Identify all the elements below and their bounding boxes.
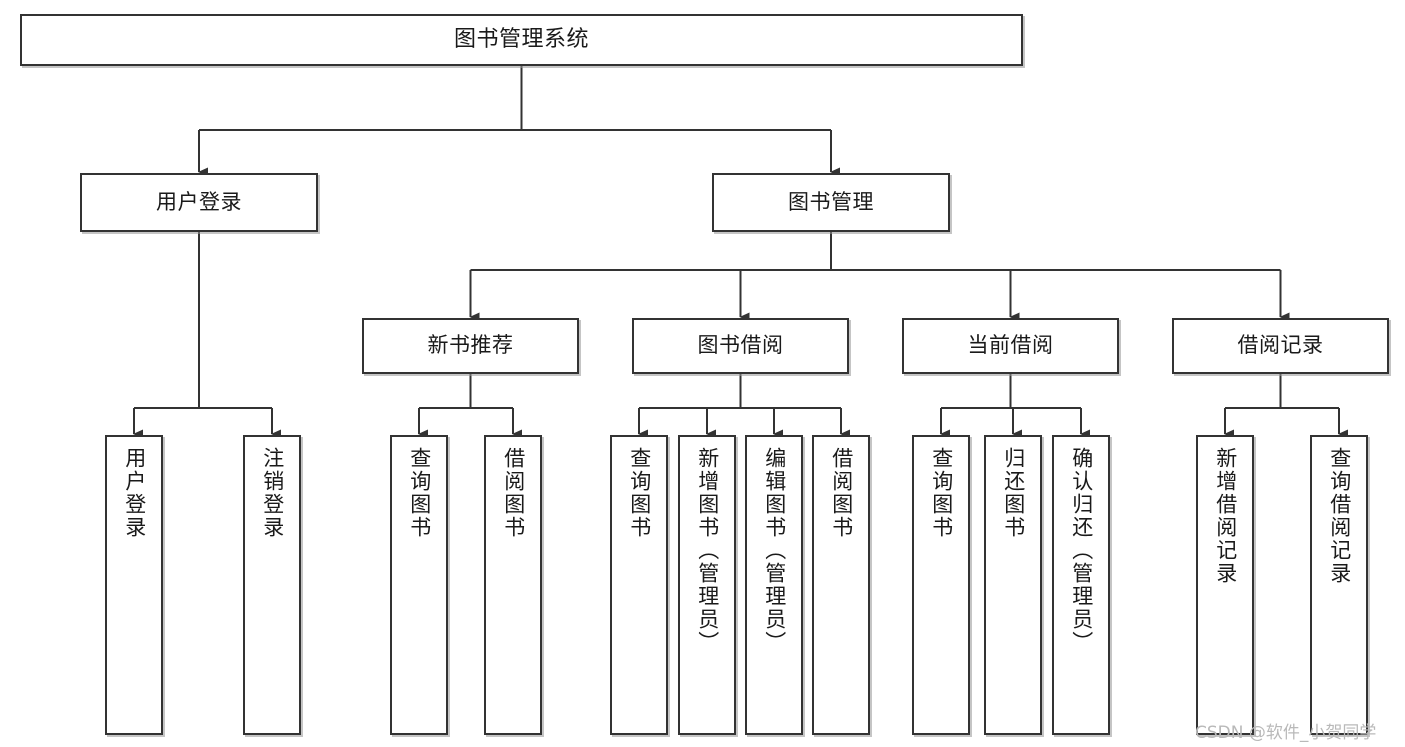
node-label: 当前借阅 bbox=[967, 333, 1054, 358]
node-label: 图书管理 bbox=[788, 189, 874, 214]
node-records[interactable]: 借阅记录 bbox=[1172, 318, 1389, 374]
node-login[interactable]: 用户登录 bbox=[80, 173, 318, 232]
node-leaf_rc_query[interactable]: 查询借阅记录 bbox=[1310, 435, 1368, 735]
node-leaf_cb_query[interactable]: 查询图书 bbox=[912, 435, 970, 735]
node-label: 借阅图书 bbox=[501, 447, 526, 539]
node-current[interactable]: 当前借阅 bbox=[902, 318, 1119, 374]
node-newbook[interactable]: 新书推荐 bbox=[362, 318, 579, 374]
node-label: 图书借阅 bbox=[697, 333, 784, 358]
node-label: 归还图书 bbox=[1001, 447, 1026, 539]
node-leaf_rc_add[interactable]: 新增借阅记录 bbox=[1196, 435, 1254, 735]
node-leaf_cb_return[interactable]: 归还图书 bbox=[984, 435, 1042, 735]
edge-group bbox=[133, 66, 1348, 439]
node-label: 借阅记录 bbox=[1237, 333, 1324, 358]
node-label: 编辑图书（管理员） bbox=[762, 447, 787, 654]
node-label: 新增图书（管理员） bbox=[695, 447, 720, 654]
node-label: 确认归还（管理员） bbox=[1069, 447, 1094, 654]
node-leaf_nb_query[interactable]: 查询图书 bbox=[390, 435, 448, 735]
node-label: 注销登录 bbox=[260, 447, 285, 539]
node-label: 借阅图书 bbox=[829, 447, 854, 539]
node-label: 查询图书 bbox=[627, 447, 652, 539]
csdn-watermark: CSDN @软件_小贺同学 bbox=[1195, 723, 1377, 743]
node-root[interactable]: 图书管理系统 bbox=[20, 14, 1023, 66]
node-leaf_user_login[interactable]: 用户登录 bbox=[105, 435, 163, 735]
node-bookmgmt[interactable]: 图书管理 bbox=[712, 173, 950, 232]
node-leaf_nb_borrow[interactable]: 借阅图书 bbox=[484, 435, 542, 735]
node-leaf_bw_borrow[interactable]: 借阅图书 bbox=[812, 435, 870, 735]
node-label: 查询图书 bbox=[407, 447, 432, 539]
node-label: 新增借阅记录 bbox=[1213, 447, 1238, 585]
node-label: 用户登录 bbox=[122, 447, 147, 539]
node-label: 查询借阅记录 bbox=[1327, 447, 1352, 585]
node-leaf_cb_confirm[interactable]: 确认归还（管理员） bbox=[1052, 435, 1110, 735]
node-label: 用户登录 bbox=[156, 189, 242, 214]
node-label: 图书管理系统 bbox=[453, 26, 589, 52]
node-leaf_bw_edit[interactable]: 编辑图书（管理员） bbox=[745, 435, 803, 735]
node-label: 新书推荐 bbox=[427, 333, 514, 358]
node-leaf_bw_query[interactable]: 查询图书 bbox=[610, 435, 668, 735]
node-leaf_bw_add[interactable]: 新增图书（管理员） bbox=[678, 435, 736, 735]
node-label: 查询图书 bbox=[929, 447, 954, 539]
node-leaf_user_logout[interactable]: 注销登录 bbox=[243, 435, 301, 735]
node-borrow[interactable]: 图书借阅 bbox=[632, 318, 849, 374]
